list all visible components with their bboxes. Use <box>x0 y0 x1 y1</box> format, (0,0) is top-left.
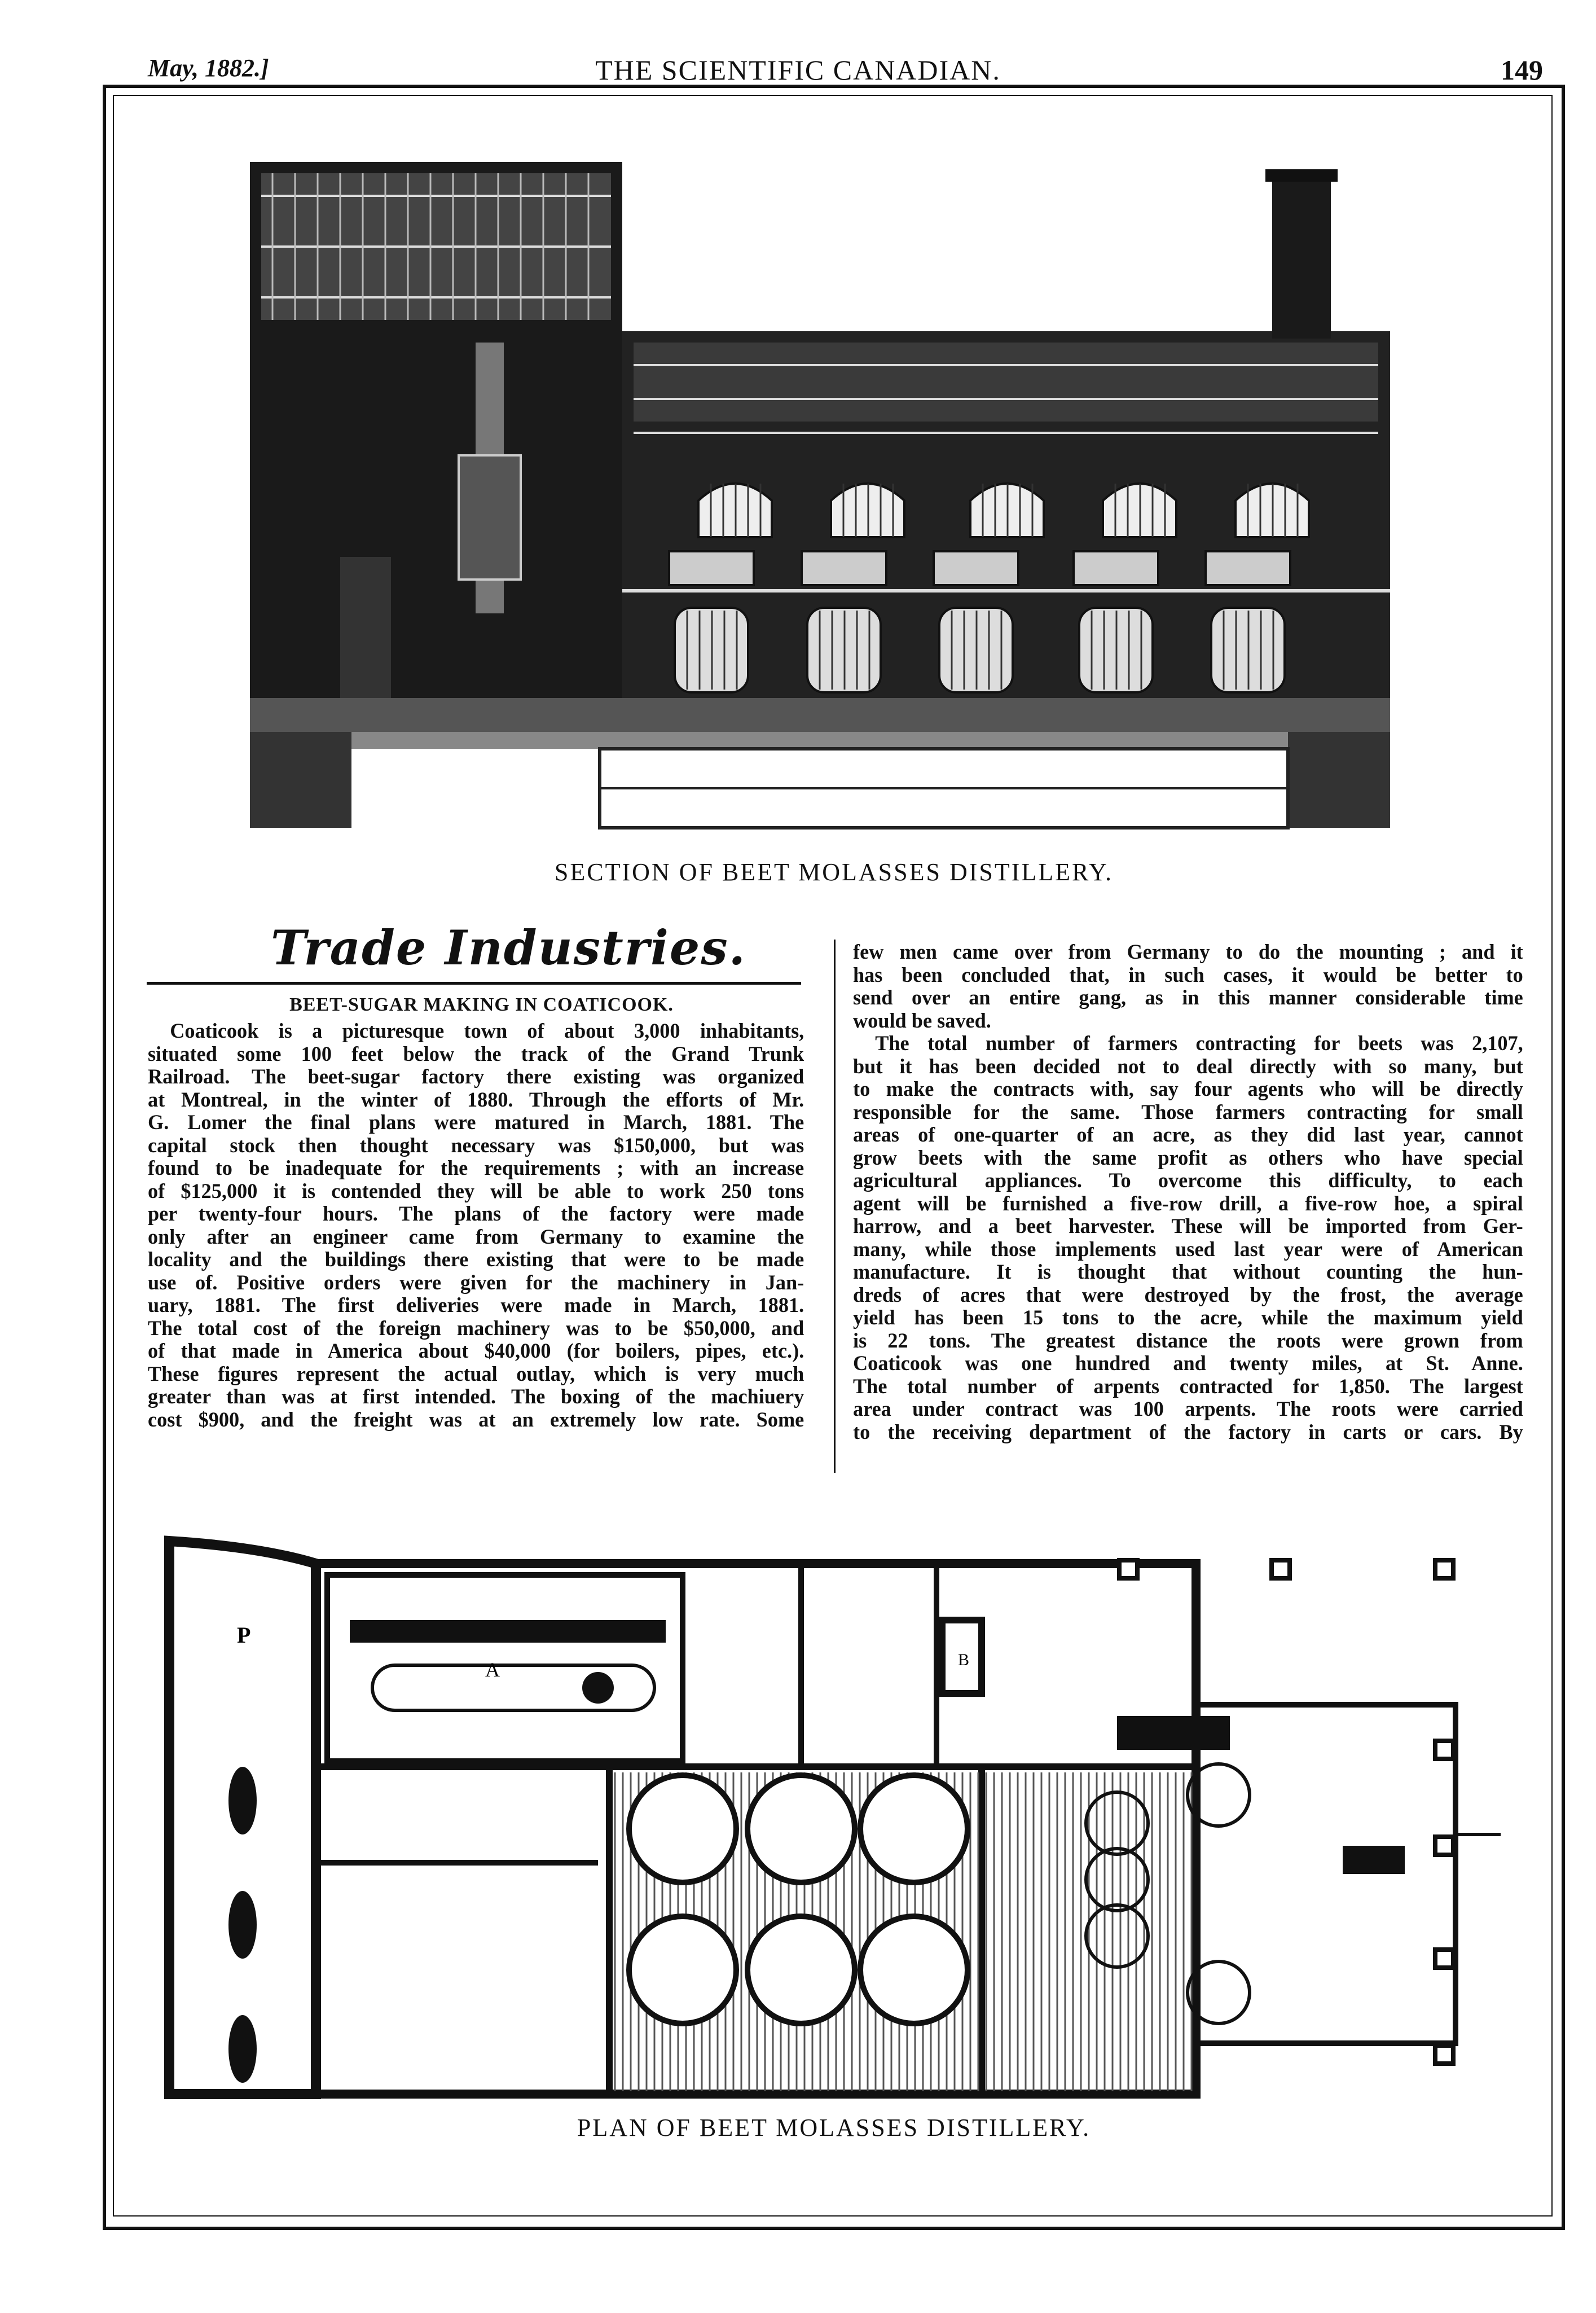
article-title: BEET-SUGAR MAKING IN COATICOOK. <box>289 994 674 1015</box>
small-vat <box>1084 1847 1150 1912</box>
pillar-marker <box>1117 1558 1140 1581</box>
text-line: only after an engineer came from Germany… <box>148 1226 804 1249</box>
vat-circle <box>626 1772 739 1885</box>
boiler-b <box>939 1617 985 1697</box>
text-line: uary, 1881. The first deliveries were ma… <box>148 1294 804 1317</box>
vat-circle <box>626 1913 739 2026</box>
text-line: at Montreal, in the winter of 1880. Thro… <box>148 1089 804 1112</box>
vat-circle <box>745 1913 858 2026</box>
text-line: locality and the buildings there existin… <box>148 1249 804 1271</box>
arched-window <box>1102 482 1177 538</box>
text-line: areas of one-quarter of an acre, as they… <box>853 1124 1523 1147</box>
text-line: manufacture. It is thought that without … <box>853 1261 1523 1284</box>
text-line: Railroad. The beet-sugar factory there e… <box>148 1066 804 1089</box>
foundation <box>250 698 1390 829</box>
plan-caption: PLAN OF BEET MOLASSES DISTILLERY. <box>577 2114 1091 2141</box>
small-vat <box>1084 1903 1150 1969</box>
plan-label-p: P <box>237 1622 250 1648</box>
text-line: agricultural appliances. To overcome thi… <box>853 1170 1523 1192</box>
pillar-marker <box>1269 1558 1292 1581</box>
text-line: yield has been 15 tons to the acre, whil… <box>853 1307 1523 1329</box>
plan-label-a: A <box>485 1658 500 1681</box>
chimney <box>1265 169 1338 339</box>
barrel-vat <box>933 550 1019 694</box>
barrel-vat <box>1072 550 1159 694</box>
text-line: per twenty-four hours. The plans of the … <box>148 1203 804 1226</box>
text-line: These figures represent the actual outla… <box>148 1363 804 1386</box>
issue-date: May, 1882.] <box>148 54 269 82</box>
pillar-marker <box>1433 1558 1456 1581</box>
arched-window <box>697 482 773 538</box>
text-line: Coaticook is a picturesque town of about… <box>170 1020 804 1043</box>
text-line: The total number of arpents contracted f… <box>853 1375 1523 1398</box>
text-line: greater than was at first intended. The … <box>148 1386 804 1408</box>
text-line: has been concluded that, in such cases, … <box>853 964 1523 987</box>
text-line: harrow, and a beet harvester. These will… <box>853 1215 1523 1238</box>
page-number: 149 <box>1501 54 1543 86</box>
page-border-inner <box>113 95 1553 2217</box>
department-heading: Trade Industries. <box>271 920 746 976</box>
pillar-marker <box>1433 1834 1456 1857</box>
arched-window <box>830 482 905 538</box>
text-line: The total number of farmers contracting … <box>875 1033 1523 1055</box>
text-line: area under contract was 100 arpents. The… <box>853 1398 1523 1421</box>
barrel-vat <box>1204 550 1291 694</box>
text-line: send over an entire gang, as in this man… <box>853 987 1523 1010</box>
page-border-outer <box>103 85 1565 2230</box>
text-line: of that made in America about $40,000 (f… <box>148 1340 804 1363</box>
arched-window <box>1234 482 1310 538</box>
text-line: would be saved. <box>853 1010 991 1033</box>
article-column-left: Coaticook is a picturesque town of about… <box>148 1020 804 1432</box>
cylinder-a <box>371 1664 656 1712</box>
vat-circle <box>745 1772 858 1885</box>
dark-wall-band <box>350 1620 666 1643</box>
text-line: cost $900, and the freight was at an ext… <box>148 1408 804 1432</box>
plan-engraving: A P B <box>164 1535 1501 2099</box>
pillar-marker <box>1433 2043 1456 2066</box>
text-line: found to be inadequate for the requireme… <box>148 1157 804 1180</box>
pillar-marker <box>1433 1947 1456 1970</box>
tower <box>250 162 622 704</box>
text-line: capital stock then thought necessary was… <box>148 1134 804 1157</box>
publication-title: THE SCIENTIFIC CANADIAN. <box>595 54 1001 86</box>
text-line: use of. Positive orders were given for t… <box>148 1271 804 1294</box>
section-caption: SECTION OF BEET MOLASSES DISTILLERY. <box>554 858 1114 886</box>
text-line: dreds of acres that were destroyed by th… <box>853 1284 1523 1307</box>
arched-window <box>969 482 1045 538</box>
text-line: is 22 tons. The greatest distance the ro… <box>853 1329 1523 1353</box>
text-line: to the receiving department of the facto… <box>853 1421 1523 1444</box>
section-engraving <box>250 162 1390 829</box>
column-divider <box>834 940 836 1473</box>
small-vat <box>1084 1790 1150 1856</box>
text-line: many, while those implements used last y… <box>853 1238 1523 1261</box>
heading-rule <box>147 982 801 985</box>
plan-label-b: B <box>958 1651 969 1669</box>
text-line: but it has been decided not to deal dire… <box>853 1055 1523 1078</box>
small-vat <box>1186 1960 1251 2025</box>
text-line: agent will be furnished a five-row drill… <box>853 1192 1523 1215</box>
text-line: of $125,000 it is contended they will be… <box>148 1180 804 1203</box>
text-line: responsible for the same. Those farmers … <box>853 1101 1523 1124</box>
small-vat <box>1186 1762 1251 1828</box>
text-line: few men came over from Germany to do the… <box>853 941 1523 964</box>
vat-circle <box>858 1772 970 1885</box>
text-line: situated some 100 feet below the track o… <box>148 1043 804 1066</box>
text-line: G. Lomer the final plans were matured in… <box>148 1112 804 1134</box>
barrel-vat <box>668 550 755 694</box>
text-line: The total cost of the foreign machinery … <box>148 1317 804 1340</box>
vat-circle <box>858 1913 970 2026</box>
article-column-right: few men came over from Germany to do the… <box>853 941 1523 1444</box>
pillar-marker <box>1433 1739 1456 1761</box>
text-line: grow beets with the same profit as other… <box>853 1147 1523 1170</box>
text-line: Coaticook was one hundred and twenty mil… <box>853 1353 1523 1375</box>
text-line: to make the contracts with, say four age… <box>853 1078 1523 1101</box>
barrel-vat <box>801 550 887 694</box>
